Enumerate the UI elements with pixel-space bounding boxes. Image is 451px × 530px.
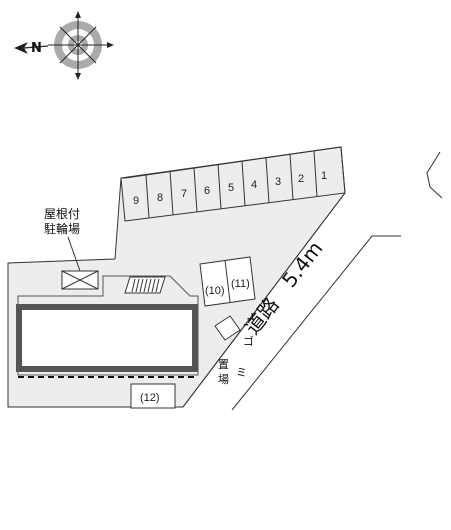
bike-shed-leader bbox=[67, 236, 81, 272]
bike-shed-marker bbox=[61, 270, 99, 290]
garbage-label-oki: 置 bbox=[218, 358, 229, 371]
road-edge-far bbox=[231, 235, 401, 411]
adjacent-structure bbox=[426, 151, 443, 199]
parking-slot-4: 4 bbox=[251, 179, 257, 191]
bike-shed-label-line1: 屋根付 bbox=[44, 207, 80, 221]
north-label: N bbox=[31, 41, 42, 56]
parking-slot-12: (12) bbox=[140, 392, 160, 404]
parking-slot-9: 9 bbox=[133, 195, 139, 207]
main-building bbox=[16, 304, 198, 372]
parking-slot-11: (11) bbox=[231, 278, 250, 290]
bike-shed-label-line2: 駐輪場 bbox=[44, 221, 80, 236]
compass-rose-icon bbox=[14, 11, 114, 80]
parking-slot-3: 3 bbox=[275, 176, 281, 188]
parking-slot-7: 7 bbox=[181, 188, 187, 200]
garbage-label-ba: 場 bbox=[218, 373, 229, 386]
parking-slot-10: (10) bbox=[205, 285, 225, 297]
garbage-area-marker bbox=[214, 315, 241, 341]
parking-slot-8: 8 bbox=[157, 192, 163, 204]
parking-slot-5: 5 bbox=[228, 182, 234, 194]
staircase bbox=[124, 276, 166, 294]
building-area-outline bbox=[17, 275, 199, 376]
garbage-label-go: ゴ bbox=[243, 334, 254, 348]
parking-slot-1: 1 bbox=[321, 170, 327, 182]
parking-slot-6: 6 bbox=[204, 185, 210, 197]
parking-slot-12-box bbox=[130, 383, 176, 409]
parking-row bbox=[120, 146, 346, 222]
road-edge-near bbox=[182, 192, 346, 408]
parking-slots-10-11 bbox=[199, 256, 256, 307]
garbage-label-mi: ミ bbox=[236, 366, 247, 379]
parking-slot-2: 2 bbox=[298, 173, 304, 185]
